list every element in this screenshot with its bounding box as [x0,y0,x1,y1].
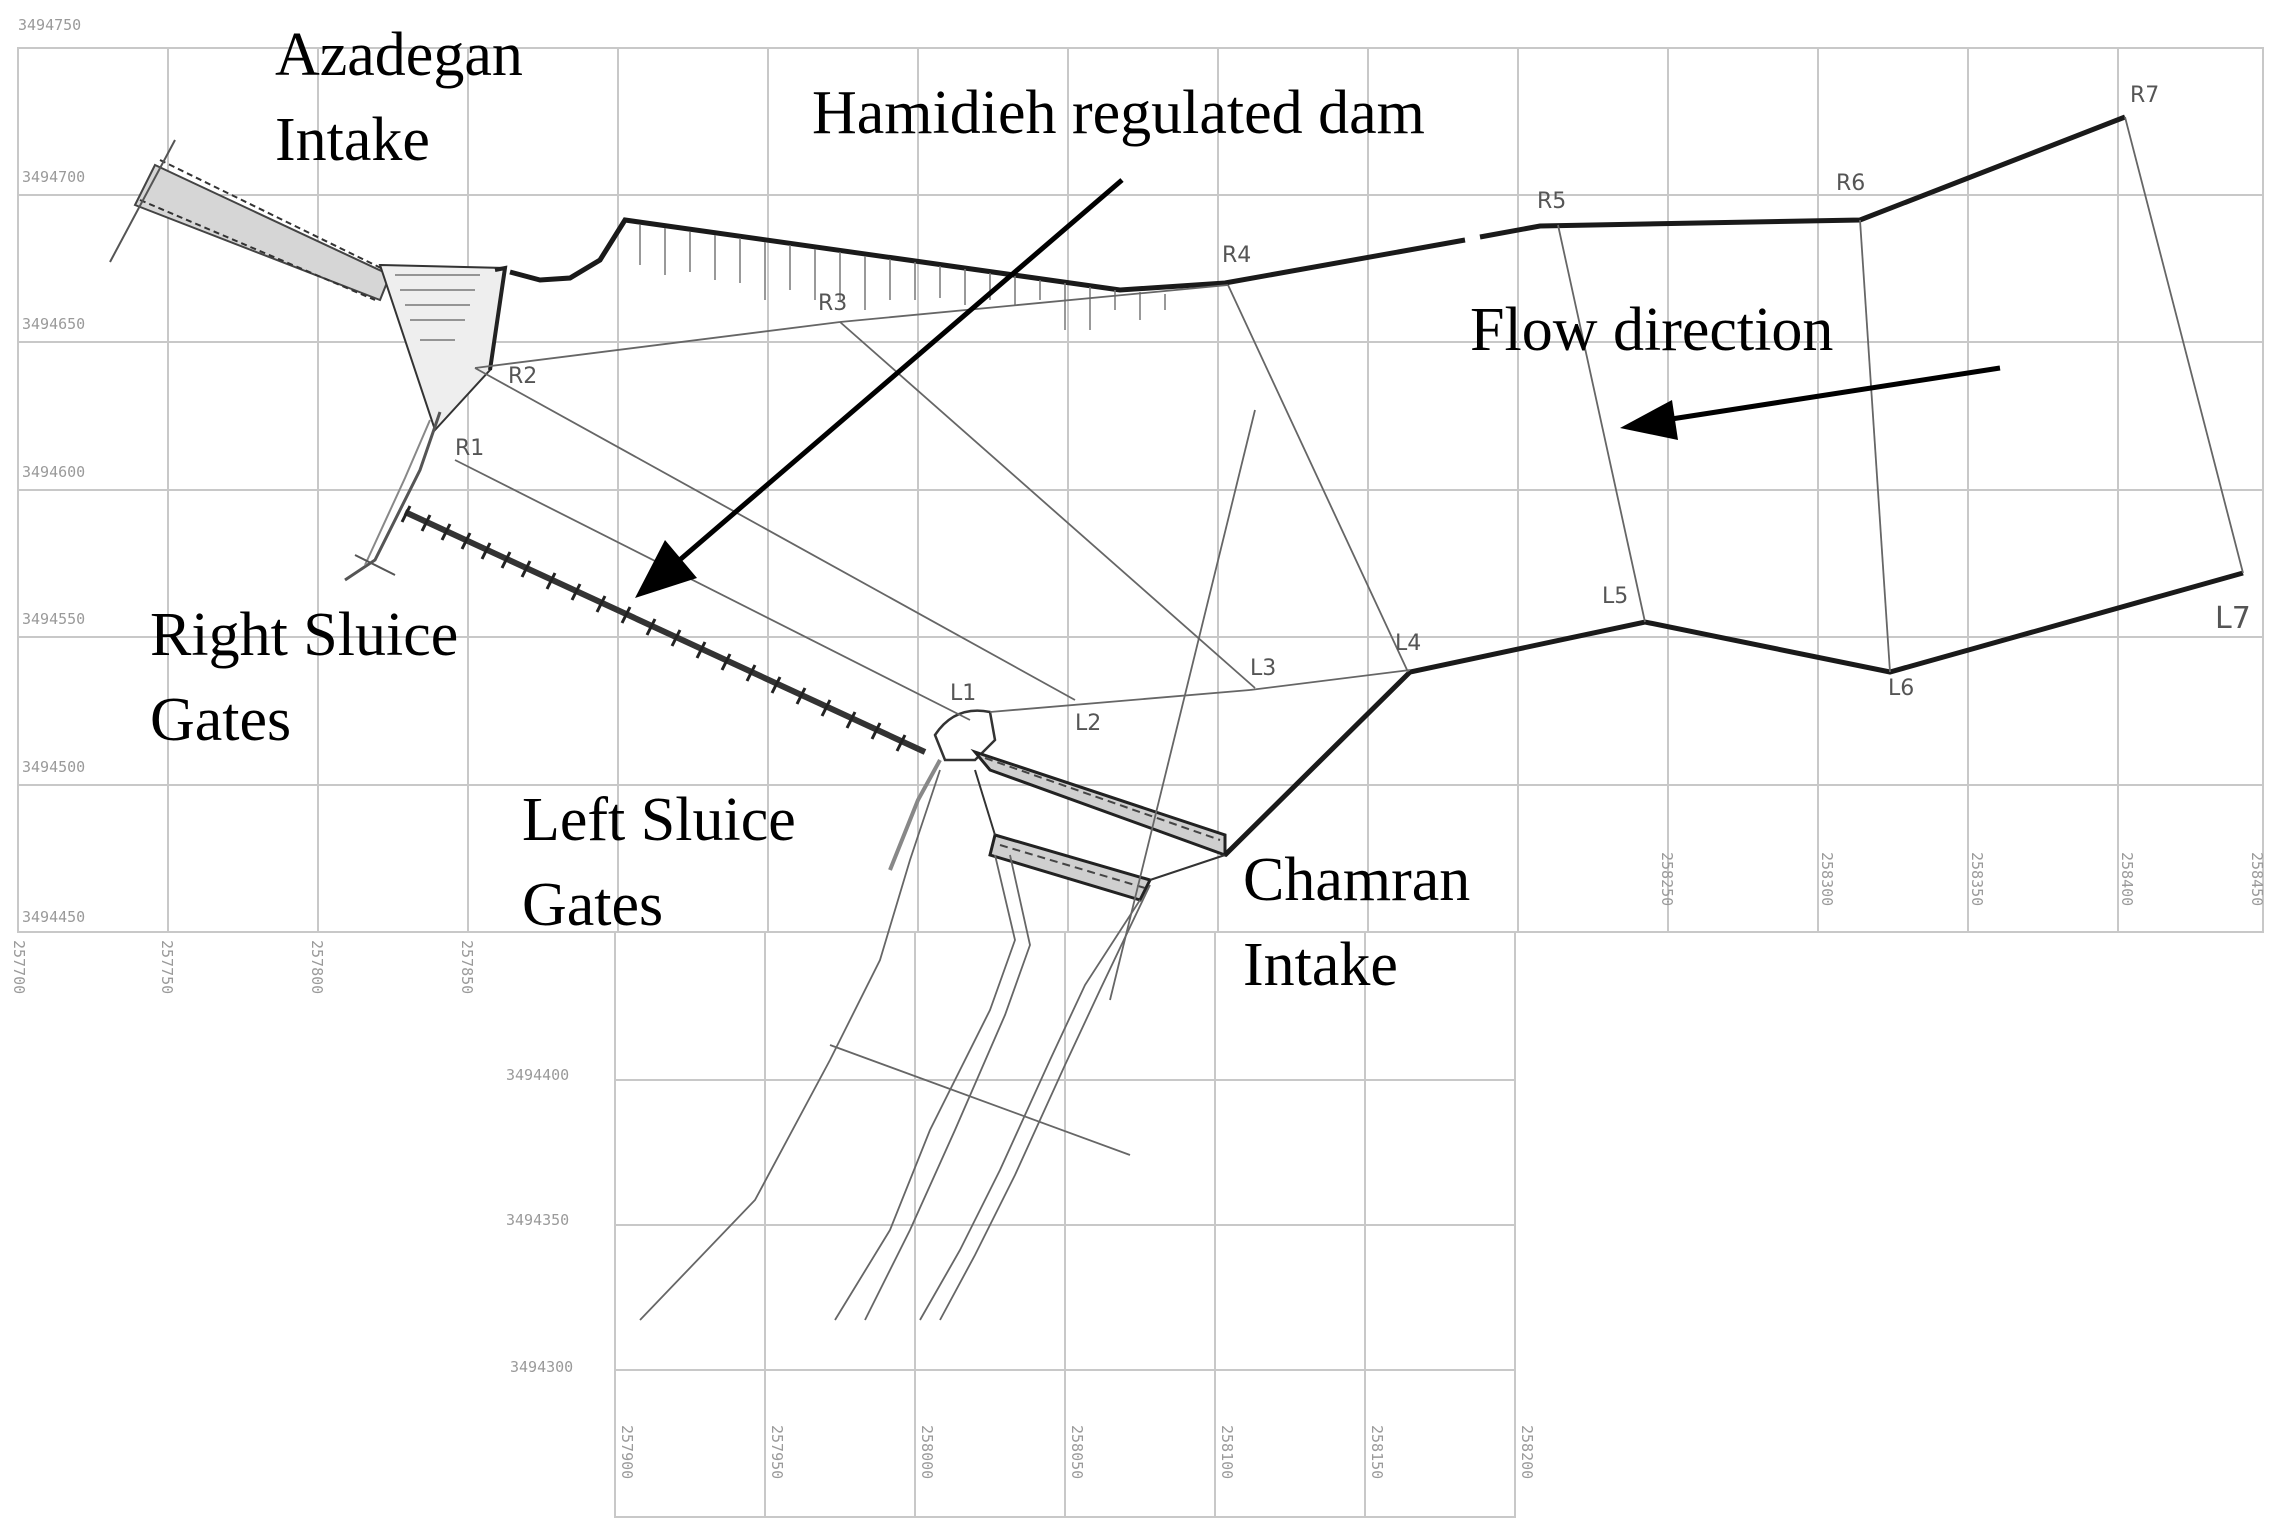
section-label-r2: R2 [508,364,537,389]
easting-label: 258450 [2248,852,2266,906]
left-bank [1223,570,2244,857]
easting-label: 257900 [618,1425,636,1479]
annotation-arrows [635,178,2001,598]
bank-hatching [639,225,1166,330]
easting-label: 258150 [1368,1425,1386,1479]
reach-line-l1-l4 [989,689,1251,713]
northing-labels: 3494750 3494700 3494650 3494600 3494550 … [18,16,573,1376]
easting-label: 258300 [1818,852,1836,906]
left-sluice-label-line1: Left Sluice [522,786,796,854]
flow-arrow-head [1620,400,1678,440]
easting-label: 258100 [1218,1425,1236,1479]
section-label-r6: R6 [1836,171,1865,196]
azadegan-label-line1: Azadegan [275,21,523,89]
northing-label: 3494700 [22,168,85,186]
section-label-r3: R3 [818,291,847,316]
flow-arrow-line [1664,365,2001,423]
hamidieh-label: Hamidieh regulated dam [812,79,1425,147]
section-r4 [1227,284,1409,673]
flow-direction-label: Flow direction [1470,296,1833,364]
section-r6 [1859,219,1891,673]
section-label-l1: L1 [950,681,976,706]
right-sluice-label-line1: Right Sluice [150,601,458,669]
northing-label: 3494400 [506,1066,569,1084]
section-label-l3: L3 [1250,656,1276,681]
easting-label: 258400 [2118,852,2136,906]
hamidieh-arrow-line [666,178,1124,572]
easting-label: 258250 [1658,852,1676,906]
section-r3 [839,321,1256,689]
northing-label: 3494450 [22,908,85,926]
chamran-label-line1: Chamran [1243,846,1470,914]
upper-grid [17,47,2264,933]
dam-axis [400,505,927,755]
easting-labels-upper: 257700 257750 257800 257850 258250 25830… [10,852,2266,994]
right-sluice-gates [344,411,442,582]
easting-label: 257700 [10,940,28,994]
section-label-r7: R7 [2130,83,2159,108]
section-labels: R1 R2 R3 R4 R5 R6 R7 L1 L2 L3 L4 L5 L6 L… [455,83,2251,736]
azadegan-intake-structure [109,139,508,432]
reach-line-l3-l4 [1249,669,1411,691]
hamidieh-arrow-head [635,540,697,598]
left-sluice-label-line2: Gates [522,871,663,939]
section-label-l2: L2 [1075,711,1101,736]
section-label-l7: L7 [2215,601,2251,636]
right-sluice-label-line2: Gates [150,686,291,754]
main-labels: Azadegan Intake Hamidieh regulated dam F… [150,21,1833,999]
section-label-l5: L5 [1602,584,1628,609]
easting-label: 258050 [1068,1425,1086,1479]
river-banks [509,114,2244,857]
northing-label: 3494650 [22,315,85,333]
section-r1 [454,459,971,721]
section-r5 [1557,224,1646,623]
right-bank-upstream [1479,114,2126,240]
chamran-label-line2: Intake [1243,931,1398,999]
easting-label: 257950 [768,1425,786,1479]
northing-label: 3494300 [510,1358,573,1376]
northing-label: 3494350 [506,1211,569,1229]
section-label-l6: L6 [1888,676,1914,701]
easting-label: 258000 [918,1425,936,1479]
easting-label: 257750 [158,940,176,994]
northing-label: 3494500 [22,758,85,776]
lower-grid [614,931,1516,1518]
azadegan-label-line2: Intake [275,106,430,174]
northing-label: 3494750 [18,16,81,34]
section-r7 [2124,116,2244,574]
chamran-intake-structure [888,709,1227,902]
easting-label: 257850 [458,940,476,994]
section-label-l4: L4 [1395,631,1421,656]
cross-sections [454,116,2244,721]
easting-label: 258200 [1518,1425,1536,1479]
section-label-r1: R1 [455,436,484,461]
right-bank [509,217,1466,293]
northing-label: 3494600 [22,463,85,481]
northing-label: 3494550 [22,610,85,628]
downstream-channels [639,409,1256,1321]
easting-label: 257800 [308,940,326,994]
reach-line-r2-r3 [474,321,841,369]
easting-labels-lower: 257900 257950 258000 258050 258100 25815… [618,1425,1536,1479]
easting-label: 258350 [1968,852,1986,906]
section-label-r5: R5 [1537,189,1566,214]
section-label-r4: R4 [1222,243,1251,268]
dam-gate-ticks [400,505,907,752]
reach-line-r3-r4 [839,284,1229,323]
section-r2 [474,367,1076,701]
